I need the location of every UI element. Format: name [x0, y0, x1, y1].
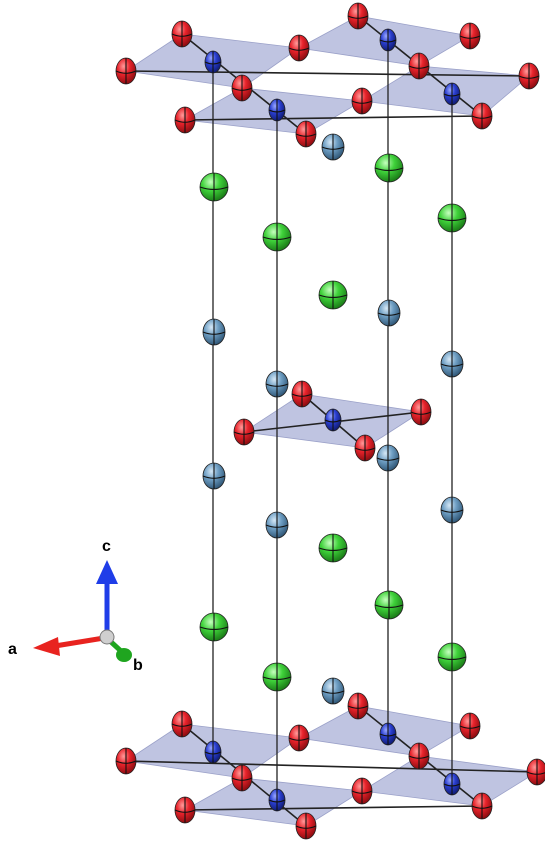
la-atom	[199, 172, 229, 202]
axis-triad: c a b	[8, 538, 143, 674]
axis-a-label: a	[8, 641, 17, 658]
sr-atom	[202, 462, 226, 490]
o-atom	[231, 74, 253, 102]
sr-atom	[321, 677, 345, 705]
o-atom	[288, 34, 310, 62]
bond	[184, 805, 483, 811]
la-atom	[437, 642, 467, 672]
o-atom	[295, 120, 317, 148]
o-atom	[347, 2, 369, 30]
cu-atom	[204, 740, 222, 764]
o-atom	[291, 380, 313, 408]
o-atom	[459, 712, 481, 740]
axis-c-label: c	[102, 538, 111, 555]
la-atom	[374, 153, 404, 183]
la-atom	[318, 280, 348, 310]
atoms	[115, 2, 545, 840]
cu-atom	[204, 50, 222, 74]
o-atom	[115, 57, 137, 85]
o-atom	[459, 22, 481, 50]
la-atom	[437, 203, 467, 233]
o-atom	[408, 52, 430, 80]
cu-atom	[443, 82, 461, 106]
axis-c-arrowhead	[96, 560, 118, 584]
axis-b-arrowhead	[116, 648, 132, 662]
o-atom	[354, 434, 376, 462]
bond	[184, 115, 483, 121]
sr-atom	[440, 496, 464, 524]
axis-a-arrowhead	[33, 637, 60, 656]
la-atom	[262, 662, 292, 692]
la-atom	[374, 590, 404, 620]
o-atom	[288, 724, 310, 752]
o-atom	[518, 62, 540, 90]
o-atom	[526, 758, 545, 786]
sr-atom	[265, 511, 289, 539]
o-atom	[171, 710, 193, 738]
o-atom	[471, 102, 493, 130]
la-atom	[262, 222, 292, 252]
cu-atom	[379, 28, 397, 52]
o-atom	[347, 692, 369, 720]
sr-atom	[377, 299, 401, 327]
la-atom	[318, 533, 348, 563]
cu-atom	[379, 722, 397, 746]
sr-atom	[202, 318, 226, 346]
la-atom	[199, 612, 229, 642]
o-atom	[174, 796, 196, 824]
o-atom	[115, 747, 137, 775]
sr-atom	[376, 444, 400, 472]
o-atom	[410, 398, 432, 426]
sr-atom	[440, 350, 464, 378]
bond	[125, 70, 530, 77]
sr-atom	[265, 370, 289, 398]
o-atom	[351, 87, 373, 115]
o-atom	[174, 106, 196, 134]
o-atom	[171, 20, 193, 48]
o-atom	[231, 764, 253, 792]
o-atom	[471, 792, 493, 820]
o-atom	[408, 742, 430, 770]
axis-a-arrow	[54, 635, 105, 649]
axis-origin	[99, 629, 115, 645]
cu-atom	[324, 408, 342, 432]
o-atom	[295, 812, 317, 840]
bond	[125, 760, 538, 773]
cu-atom	[443, 772, 461, 796]
cu-atom	[268, 788, 286, 812]
o-atom	[233, 418, 255, 446]
cu-atom	[268, 98, 286, 122]
axis-b-label: b	[133, 657, 143, 674]
sr-atom	[321, 133, 345, 161]
o-atom	[351, 777, 373, 805]
